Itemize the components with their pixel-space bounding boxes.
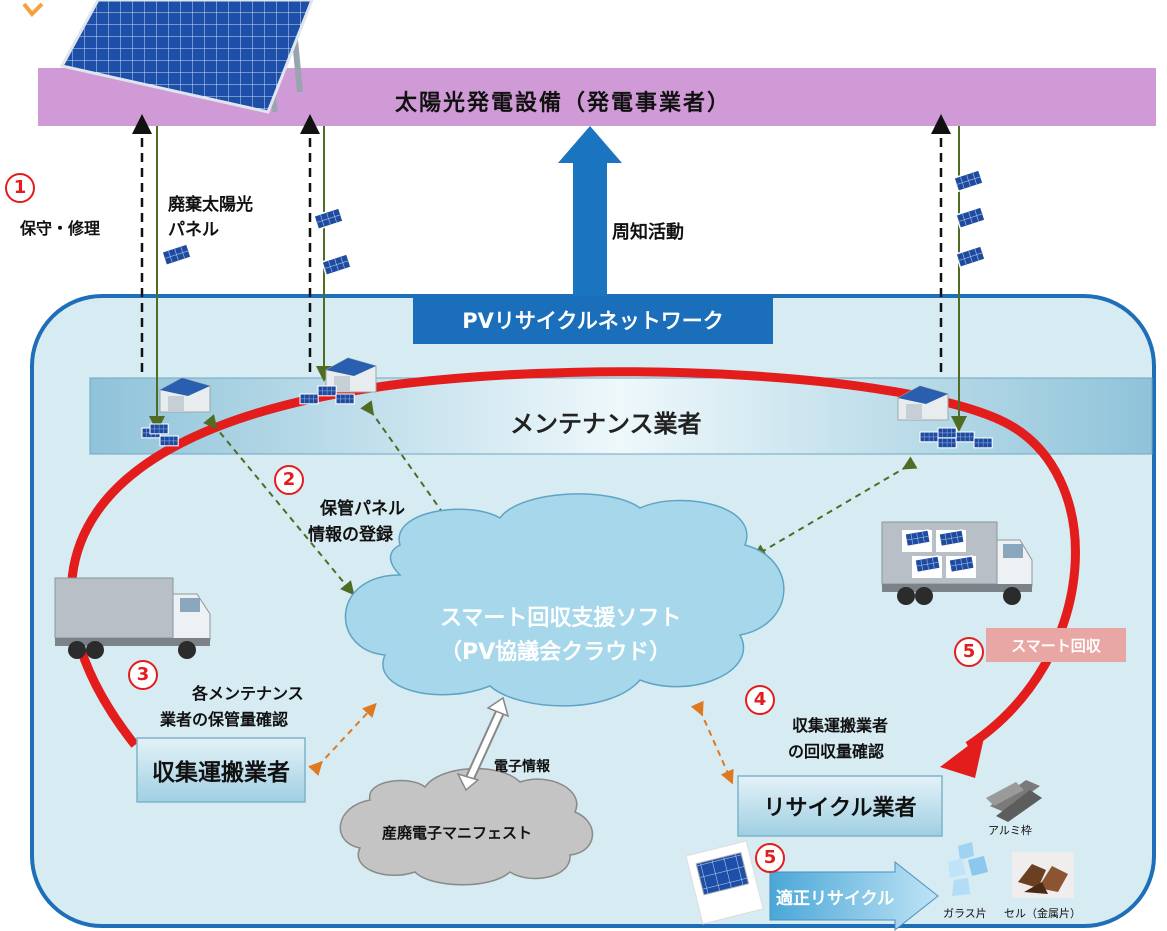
step-circles [5,173,984,873]
step-3-line2: 業者の保管量確認 [160,710,289,729]
collector-label: 収集運搬業者 [152,760,290,786]
maintenance-label: メンテナンス業者 [510,410,702,438]
step-3-line1: 各メンテナンス [192,684,304,703]
smart-collection-loop [66,367,1080,750]
proper-recycle-label: 適正リサイクル [776,889,895,909]
recycler-label: リサイクル業者 [763,796,917,821]
step-5a-number: 5 [962,641,976,662]
glass-fragments-icon [948,842,988,896]
manifest-label: 産廃電子マニフェスト [382,824,533,842]
cloud-line1: スマート回収支援ソフト [440,606,682,631]
network-label: PVリサイクルネットワーク [462,309,724,333]
warehouse-icon-1 [159,377,211,413]
step-5b-number: 5 [763,847,777,868]
step-2-number: 2 [282,469,296,490]
step-4-line2: の回収量確認 [788,742,885,761]
waste-panel-line2: パネル [168,220,219,240]
electronic-info-arrow [456,696,510,792]
awareness-arrow [558,126,622,310]
step-1-text: 保守・修理 [20,219,101,238]
cloud-line2: （PV協議会クラウド） [440,640,672,665]
collector-box [136,737,306,803]
top-bar-label: 太陽光発電設備（発電事業者） [395,91,732,116]
warehouse-icon-3 [897,385,949,421]
step-4-line1: 収集運搬業者 [792,716,889,735]
step-4-number: 4 [753,689,767,710]
orange-arrow-recycler [690,700,734,785]
recycler-box [737,775,943,837]
aluminum-label: アルミ枠 [988,824,1032,837]
solar-array-icon [59,0,314,114]
cell-metal-icon [1012,852,1074,898]
cell-label: セル（金属片） [1004,907,1081,920]
smart-collect-badge [986,628,1126,662]
smart-collect-label: スマート回収 [1011,636,1101,655]
recycle-panel-icon [685,840,764,925]
step-3-number: 3 [136,664,150,685]
waste-panel-line1: 廃棄太陽光 [168,195,253,215]
aluminum-frame-icon [986,780,1042,822]
glass-label: ガラス片 [943,907,987,920]
truck-icon-left [54,577,211,659]
step-1-number: 1 [13,177,27,198]
cloud-shape [344,493,785,707]
step-2-line1: 保管パネル [320,499,405,519]
truck-icon-right [881,521,1033,605]
loop-arrowhead [940,733,985,778]
proper-recycle-arrow [769,860,939,931]
awareness-label: 周知活動 [612,222,684,243]
step-2-line2: 情報の登録 [308,525,393,545]
network-label-box [413,296,773,344]
corner-mark [22,2,44,17]
orange-arrow-collector [308,702,377,776]
electronic-info-label: 電子情報 [494,759,550,775]
manifest-cloud-shape [339,767,594,886]
warehouse-icon-2 [325,357,377,393]
